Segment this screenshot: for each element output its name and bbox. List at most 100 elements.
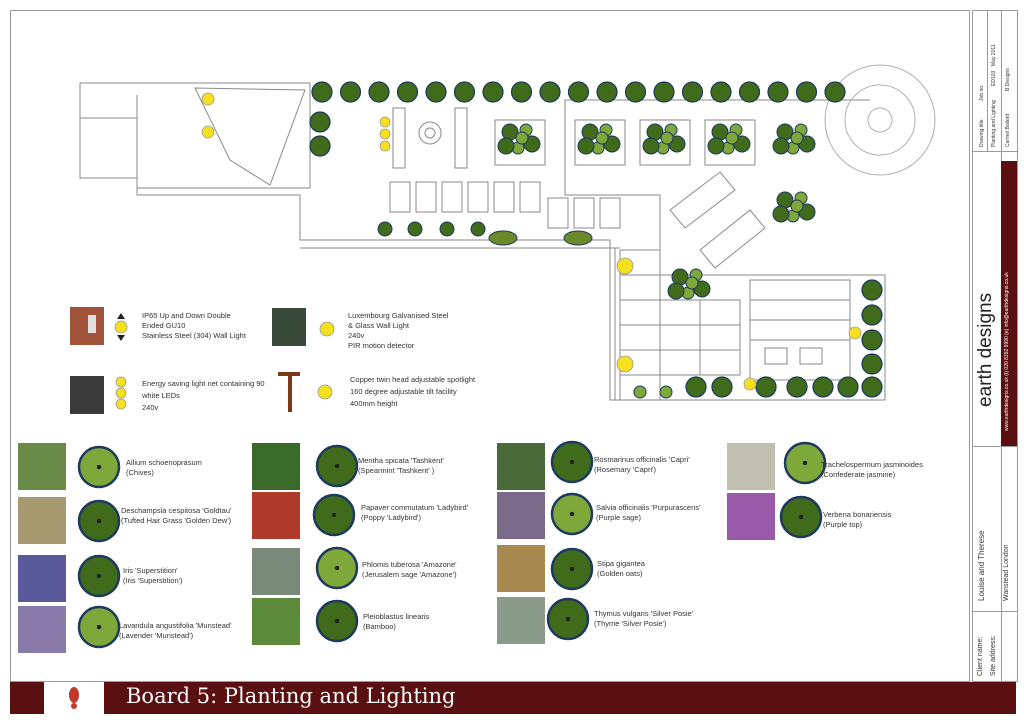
plant-symbol-centre <box>802 460 808 466</box>
hedge-shrub <box>861 376 883 398</box>
planting-cluster <box>725 131 739 145</box>
hedge-shrub <box>309 135 331 157</box>
plant-photo <box>252 598 300 645</box>
hedge-shrub <box>685 376 707 398</box>
planting-cluster <box>772 205 790 223</box>
plant-photo <box>18 606 66 653</box>
plant-photo <box>497 443 545 490</box>
hedge-shrub <box>339 81 362 103</box>
plant-photo <box>252 548 300 595</box>
legend-lux-light: Luxembourg Galvanised Steel& Glass Wall … <box>348 311 449 350</box>
hedge-shrub <box>653 81 675 103</box>
plant-symbol-centre <box>569 566 575 572</box>
plant-symbol-centre <box>565 616 571 622</box>
plant-symbol-centre <box>96 573 102 579</box>
plant-symbol-centre <box>569 511 575 517</box>
hedge-shrub <box>738 81 761 103</box>
planting-cluster <box>707 137 725 155</box>
client-label: Client name: <box>977 636 984 676</box>
planting-cluster <box>667 282 685 300</box>
hedge-shrub <box>396 81 419 103</box>
hedge-shrub <box>711 376 733 398</box>
revision: B Designs <box>1005 68 1011 91</box>
contact-details: www.earthdesigns.co.uk (t) 020 8392 9990… <box>1004 272 1010 431</box>
plant-label: Thymus vulgaris 'Silver Posie'(Thyme 'Si… <box>594 609 694 628</box>
plant-photo <box>18 443 66 490</box>
plant-label: Deschampsia cespitosa 'Goldtau'(Tufted H… <box>121 506 232 525</box>
plant-label: Rosmarinus officinalis 'Capri'(Rosemary … <box>594 455 690 474</box>
plant-photo <box>497 492 545 539</box>
hedge-shrub <box>755 376 777 398</box>
hedge-shrub <box>861 329 883 351</box>
hedge-shrub <box>861 353 883 375</box>
plant-label: Trachelospermum jasminoides(Confederate … <box>821 460 923 479</box>
planting-cluster <box>790 199 804 213</box>
planting-cluster <box>642 137 660 155</box>
hedge-shrub <box>861 304 883 326</box>
client-name: Louise and Therese <box>977 530 986 601</box>
brand-name: earth designs <box>975 292 996 407</box>
job-no: ED103 <box>991 70 997 86</box>
hedge-shrub <box>767 81 789 103</box>
plant-thumbnails <box>18 440 827 653</box>
plant-symbol-centre <box>331 512 337 518</box>
plant-photo <box>252 443 300 490</box>
hedge-shrub <box>861 279 883 301</box>
plant-label: Allium schoenoprasum(Chives) <box>126 458 202 477</box>
planting-cluster <box>577 137 595 155</box>
plant-label: Stipa gigantea(Golden oats) <box>597 559 645 578</box>
plant-symbol-centre <box>334 463 340 469</box>
hedge-shrub <box>309 111 331 133</box>
hedge-shrub <box>681 81 704 103</box>
brand-band <box>1001 161 1017 446</box>
planting-cluster <box>515 131 529 145</box>
plant-symbol-centre <box>96 518 102 524</box>
plant-photo <box>18 555 66 602</box>
planting-cluster <box>497 137 515 155</box>
plant-label: Pleioblastus linearis(Bamboo) <box>363 612 430 631</box>
drawing-title-label: Drawing title: <box>979 118 985 147</box>
drawing-title: Planting and Lighting <box>991 100 997 147</box>
planting-cluster <box>790 131 804 145</box>
hedge-shrub <box>786 376 808 398</box>
plant-symbol-centre <box>798 514 804 520</box>
hedge-shrub <box>596 81 618 103</box>
shrub <box>633 385 647 399</box>
hedge-shrub <box>837 376 859 398</box>
hedge-shrub <box>710 81 732 103</box>
plant-label: Mentha spicata 'Tashkent'(Spearmint 'Tas… <box>358 456 444 475</box>
plant-symbol-centre <box>96 624 102 630</box>
site-address: Wanstead London <box>1003 544 1010 601</box>
light-net-photo <box>70 376 104 414</box>
drawn-by: Carmel Boland <box>1005 113 1011 147</box>
plant-photo <box>727 493 775 540</box>
planting-cluster <box>772 137 790 155</box>
awning <box>194 87 306 186</box>
job-no-label: Job no: <box>979 84 985 101</box>
board-title-bar: Board 5: Planting and Lighting <box>10 682 1016 714</box>
hedge-shrub <box>795 81 818 103</box>
plant-label: Lavandula angustifolia 'Munstead'(Lavend… <box>119 621 232 640</box>
hedge-shrub <box>482 81 504 103</box>
planting-cluster <box>595 131 609 145</box>
shrub <box>407 221 423 237</box>
shrub <box>659 385 673 399</box>
site-label: Site address: <box>990 635 997 676</box>
planting-cluster <box>685 276 699 290</box>
lux-light-photo <box>272 308 306 346</box>
plant-symbol-centre <box>569 459 575 465</box>
plant-photo <box>18 497 66 544</box>
hedge-shrub <box>311 81 333 103</box>
plant-photo <box>727 443 775 490</box>
plant-label: Papaver commutatum 'Ladybird'(Poppy 'Lad… <box>361 503 469 522</box>
hedge-shrub <box>510 81 533 103</box>
shrub <box>470 221 486 237</box>
board-title: Board 5: Planting and Lighting <box>126 684 456 708</box>
hedge-row <box>309 81 883 399</box>
hedge-shrub <box>567 81 590 103</box>
hedge-shrub <box>539 81 561 103</box>
